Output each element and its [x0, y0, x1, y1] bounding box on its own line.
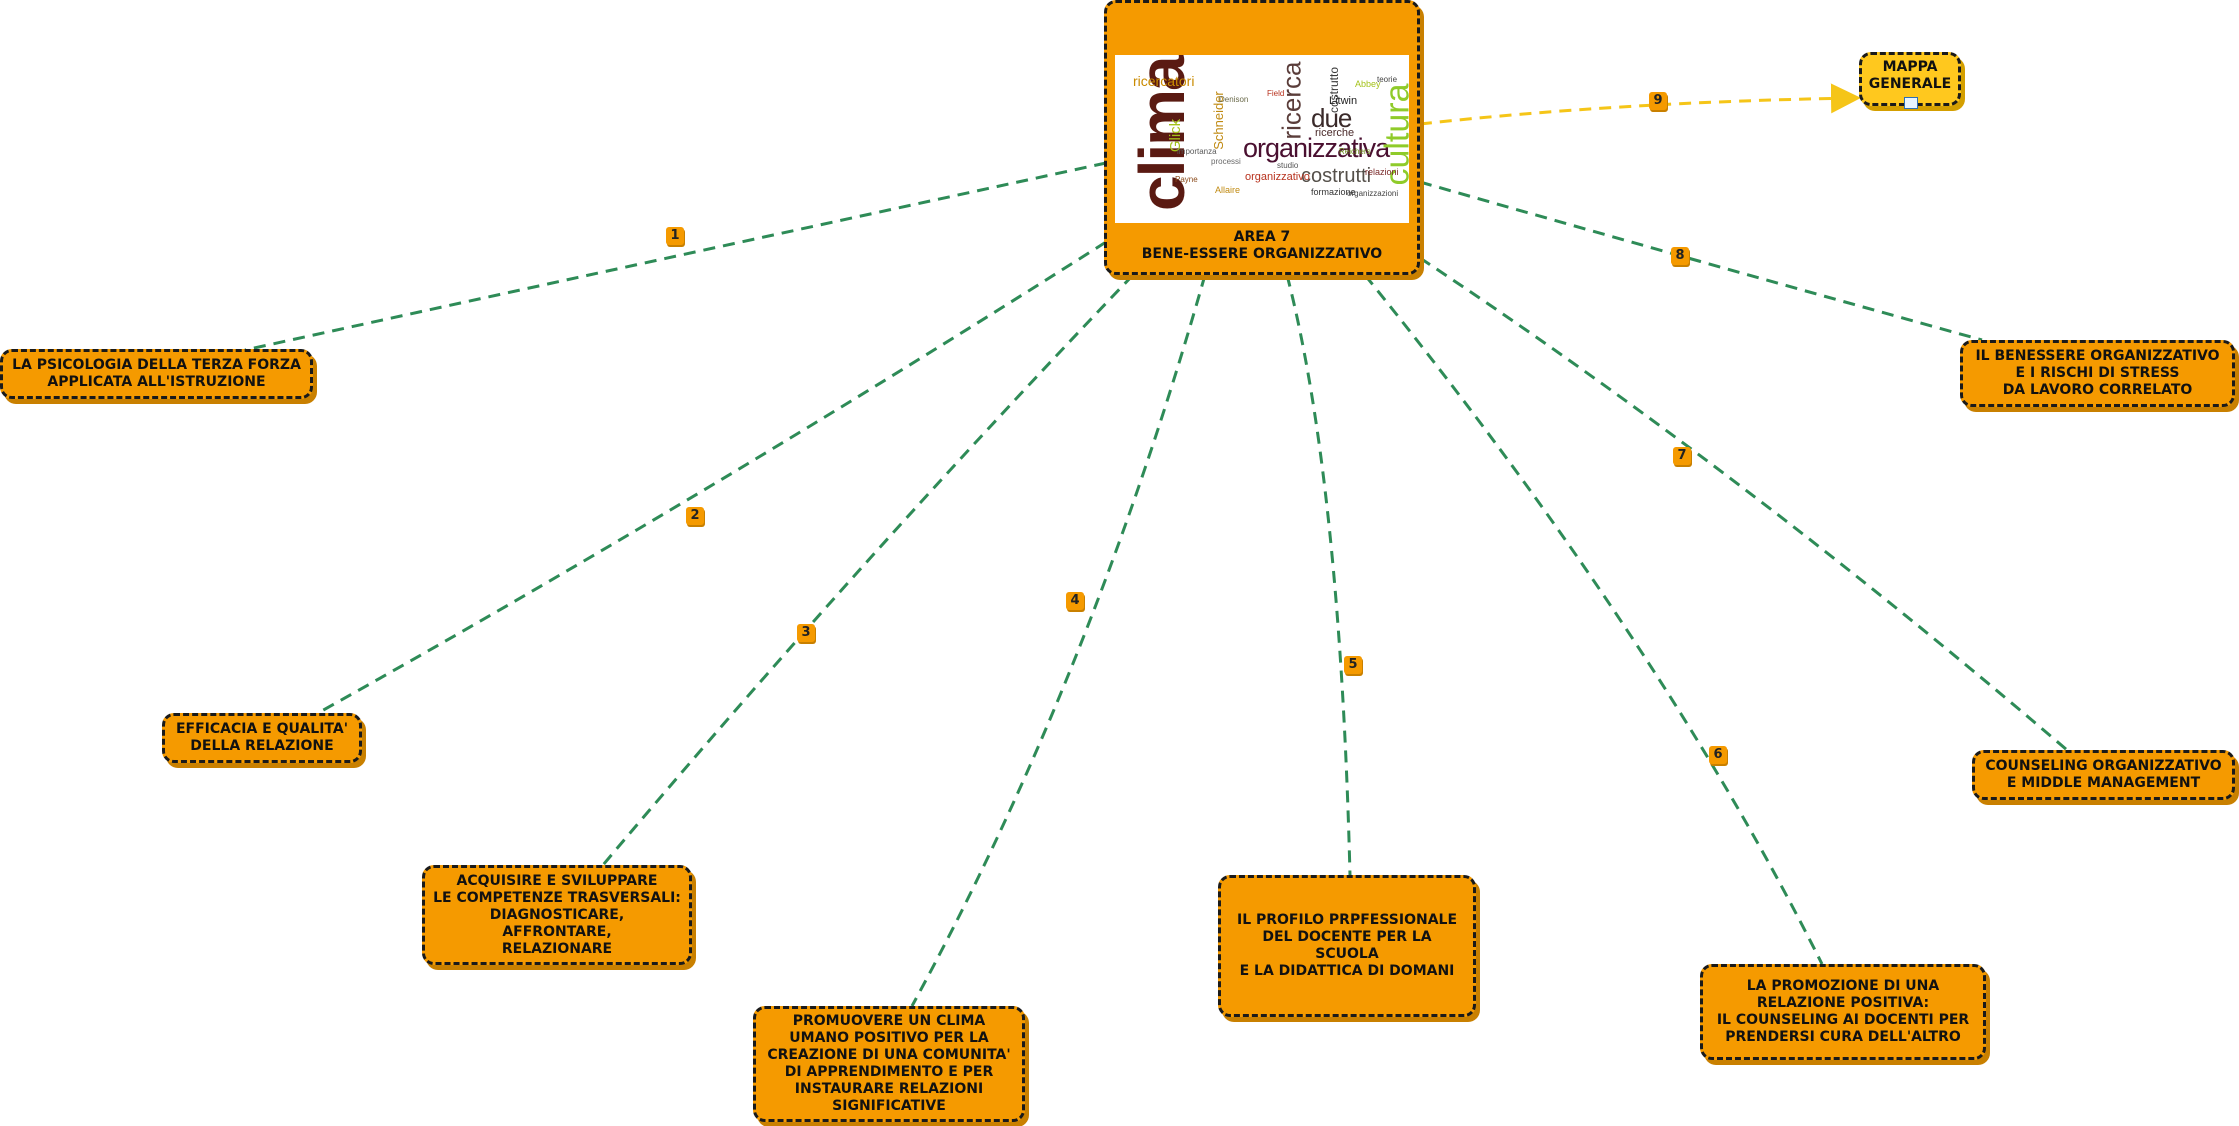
topic-node-competenze-trasversali[interactable]: ACQUISIRE E SVILUPPARE LE COMPETENZE TRA…	[422, 865, 692, 965]
word-allaire: Allaire	[1215, 185, 1241, 195]
word-cloud-image: clima organizzativa ricerca cultura due …	[1115, 55, 1409, 223]
word-organizzativa: organizzativa	[1243, 133, 1390, 163]
topic-node-profilo-professionale[interactable]: IL PROFILO PRPFESSIONALE DEL DOCENTE PER…	[1218, 875, 1476, 1017]
word-litwin: Litwin	[1329, 95, 1358, 107]
word-teorie: teorie	[1377, 75, 1398, 84]
link-badge-6: 6	[1709, 746, 1727, 764]
topic-node-efficacia-qualita[interactable]: EFFICACIA E QUALITA' DELLA RELAZIONE	[162, 713, 362, 763]
topic-node-benessere-organizzativo[interactable]: IL BENESSERE ORGANIZZATIVO E I RISCHI DI…	[1960, 340, 2235, 407]
link-badge-3: 3	[797, 624, 815, 642]
topic-node-clima-umano-positivo[interactable]: PROMUOVERE UN CLIMA UMANO POSITIVO PER L…	[753, 1006, 1025, 1122]
word-ricercatori: ricercatori	[1133, 73, 1195, 89]
word-importanza: importanza	[1177, 147, 1217, 156]
word-denison: Denison	[1219, 95, 1249, 104]
word-due: due	[1311, 103, 1352, 133]
word-costrutti: costrutti	[1301, 165, 1372, 187]
word-organizzazioni: organizzazioni	[1347, 189, 1399, 198]
link-9-line	[1419, 83, 1861, 126]
word-studio: studio	[1277, 161, 1299, 170]
topic-node-psicologia-terza-forza[interactable]: LA PSICOLOGIA DELLA TERZA FORZA APPLICAT…	[0, 349, 313, 399]
topic-node-promozione-relazione-positiva[interactable]: LA PROMOZIONE DI UNA RELAZIONE POSITIVA:…	[1700, 964, 1986, 1060]
link-badge-8: 8	[1671, 247, 1689, 265]
link-7-line	[1419, 256, 2068, 752]
word-ricerca: ricerca	[1276, 61, 1307, 140]
word-formazione: formazione	[1311, 187, 1356, 197]
central-topic-area-7[interactable]: clima organizzativa ricerca cultura due …	[1104, 0, 1420, 275]
word-field: Field	[1267, 89, 1285, 98]
link-badge-9: 9	[1649, 92, 1667, 110]
link-5-line	[1285, 274, 1352, 876]
link-8-line	[1419, 180, 1983, 342]
word-ricerche: ricerche	[1315, 127, 1355, 139]
word-abbey: Abbey	[1355, 79, 1381, 89]
link-1-line	[244, 161, 1107, 352]
link-badge-7: 7	[1673, 447, 1691, 465]
topic-node-counseling-organizzativo[interactable]: COUNSELING ORGANIZZATIVO E MIDDLE MANAGE…	[1972, 750, 2235, 800]
central-topic-title: AREA 7 BENE-ESSERE ORGANIZZATIVO	[1141, 229, 1383, 262]
word-reichers: Reichers	[1339, 147, 1371, 156]
word-organizzativo: organizzativo	[1245, 171, 1310, 183]
link-badge-4: 4	[1066, 592, 1084, 610]
link-6-line	[1363, 274, 1824, 965]
link-2-line	[317, 240, 1107, 715]
link-badge-5: 5	[1344, 656, 1362, 674]
document-link-icon[interactable]	[1904, 97, 1918, 109]
word-payne: Payne	[1175, 175, 1198, 184]
link-badge-1: 1	[666, 227, 684, 245]
word-processi: processi	[1211, 157, 1241, 166]
link-badge-2: 2	[686, 507, 704, 525]
word-relazioni: relazioni	[1365, 167, 1399, 177]
link-3-line	[601, 273, 1135, 866]
link-4-line	[910, 274, 1207, 1007]
